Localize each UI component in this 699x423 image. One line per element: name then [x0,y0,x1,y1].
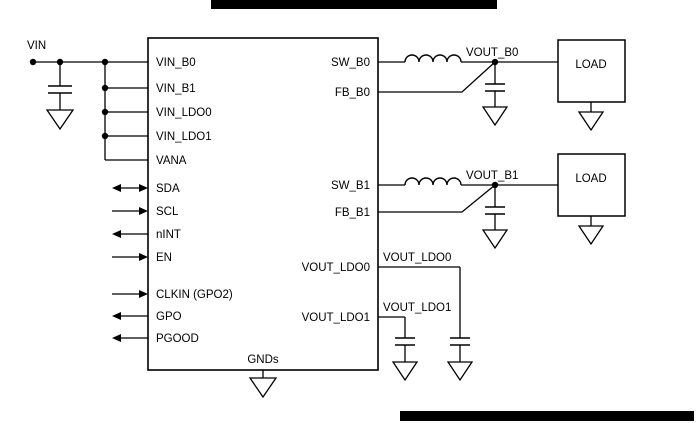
arrow-right-icon [139,253,148,261]
vout-b0-net-label: VOUT_B0 [466,47,518,59]
pin-label-fb-b1: FB_B1 [335,207,370,219]
inductor-b0-icon [404,54,462,63]
inductor-b1-icon [404,177,462,186]
input-capacitor [45,62,75,131]
ic-ground-symbol [248,377,278,399]
junction-dot [56,58,64,66]
pin-label-scl: SCL [156,206,179,218]
pin-label-vin-ldo1: VIN_LDO1 [156,131,212,143]
bottom-black-bar [400,411,694,421]
ground-symbol [45,109,75,131]
junction-dot [101,132,109,140]
junction-dot [101,84,109,92]
fb-b1-wire [378,184,496,213]
ground-symbol [577,225,605,246]
pin-label-en: EN [156,252,172,264]
ground-symbol [481,229,509,250]
ground-symbol [577,111,605,132]
junction-dot [101,108,109,116]
arrow-right-icon [139,290,148,298]
junction-dots [29,58,499,189]
pin-label-vout-ldo1: VOUT_LDO1 [302,312,370,324]
pin-label-vin-b1: VIN_B1 [156,83,196,95]
ground-symbol [391,361,419,382]
vout-b1-net-label: VOUT_B1 [466,170,518,182]
ground-symbol [481,106,509,127]
vout-ldo1-net-label: VOUT_LDO1 [383,302,451,314]
control-signal-arrows [112,184,148,342]
arrow-left-icon [112,230,121,238]
pin-label-gpo: GPO [156,311,182,323]
pin-label-pgood: PGOOD [156,333,199,345]
ic-body [147,37,379,371]
fb-b0-wire [378,61,496,93]
ground-symbol [446,361,474,382]
pin-label-sw-b0: SW_B0 [331,57,370,69]
pin-label-vin-b0: VIN_B0 [156,57,196,69]
ic-left-pin-labels: VIN_B0 VIN_B1 VIN_LDO0 VIN_LDO1 VANA SDA… [156,57,233,345]
pin-label-fb-b0: FB_B0 [335,87,370,99]
top-black-bar [211,0,497,9]
arrow-left-icon [112,184,121,192]
junction-dot [101,58,109,66]
arrow-right-icon [139,184,148,192]
pin-label-vin-ldo0: VIN_LDO0 [156,107,212,119]
arrow-left-icon [112,312,121,320]
vin-net-label: VIN [27,40,46,52]
buck-b0-network: VOUT_B0 LOAD [378,39,626,132]
load-b0-box [557,39,626,103]
pin-label-vout-ldo0: VOUT_LDO0 [302,262,370,274]
junction-dot [491,181,499,189]
pin-label-clkin: CLKIN (GPO2) [156,289,233,301]
arrow-left-icon [112,334,121,342]
load-b1-label: LOAD [575,173,606,185]
load-b1-box [557,153,626,217]
junction-dot [29,58,37,66]
vout-ldo0-net-label: VOUT_LDO0 [383,252,451,264]
pin-label-sw-b1: SW_B1 [331,180,370,192]
junction-dot [491,58,499,66]
pin-label-nint: nINT [156,229,181,241]
arrow-right-icon [139,207,148,215]
load-b0-label: LOAD [575,59,606,71]
buck-b1-network: VOUT_B1 LOAD [378,153,626,250]
pin-label-vana: VANA [156,155,187,167]
pin-label-sda: SDA [156,183,180,195]
ic-right-pin-labels: SW_B0 FB_B0 SW_B1 FB_B1 VOUT_LDO0 VOUT_L… [302,57,370,324]
ldo1-network: VOUT_LDO1 [378,302,451,382]
ldo0-network: VOUT_LDO0 [378,252,474,382]
pin-label-gnds: GNDs [247,354,279,366]
